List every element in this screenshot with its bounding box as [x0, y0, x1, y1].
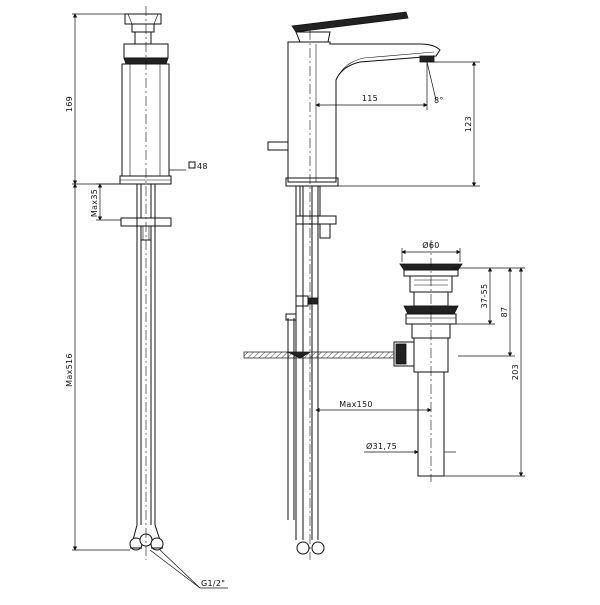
spout-dimensions: 115 8° 123: [315, 61, 480, 187]
dim-thread: G1/2": [201, 579, 225, 588]
dim-max150: Max150: [339, 400, 373, 409]
hose-nut-right: [150, 537, 164, 551]
dim-37-55: 37-55: [480, 284, 489, 309]
left-dimensions: 169 Max516 Max35 48 G1/2": [65, 13, 228, 589]
dim-dia31-75: Ø31,75: [366, 441, 397, 451]
drain-assembly: Ø60 37-55 87 203 Max150: [315, 240, 525, 482]
front-view: [119, 6, 172, 560]
aerator: [419, 55, 435, 63]
basin-section: [243, 351, 395, 359]
dim-48: 48: [197, 162, 208, 171]
dim-123: 123: [464, 116, 473, 132]
drain-linkage: [395, 343, 407, 365]
dim-max35: Max35: [90, 189, 99, 217]
square-symbol: [188, 161, 196, 169]
dim-8deg: 8°: [434, 96, 444, 105]
spout-body: [287, 41, 441, 183]
side-view: [243, 11, 441, 560]
dim-87: 87: [500, 307, 509, 318]
dim-203: 203: [511, 364, 520, 380]
popup-rod: [267, 141, 289, 151]
dim-115: 115: [362, 94, 378, 103]
handle-cap: [124, 13, 162, 25]
dim-169: 169: [65, 96, 74, 112]
lever-handle: [291, 11, 409, 33]
faucet-body: [121, 63, 170, 177]
dim-max516: Max516: [65, 353, 74, 387]
